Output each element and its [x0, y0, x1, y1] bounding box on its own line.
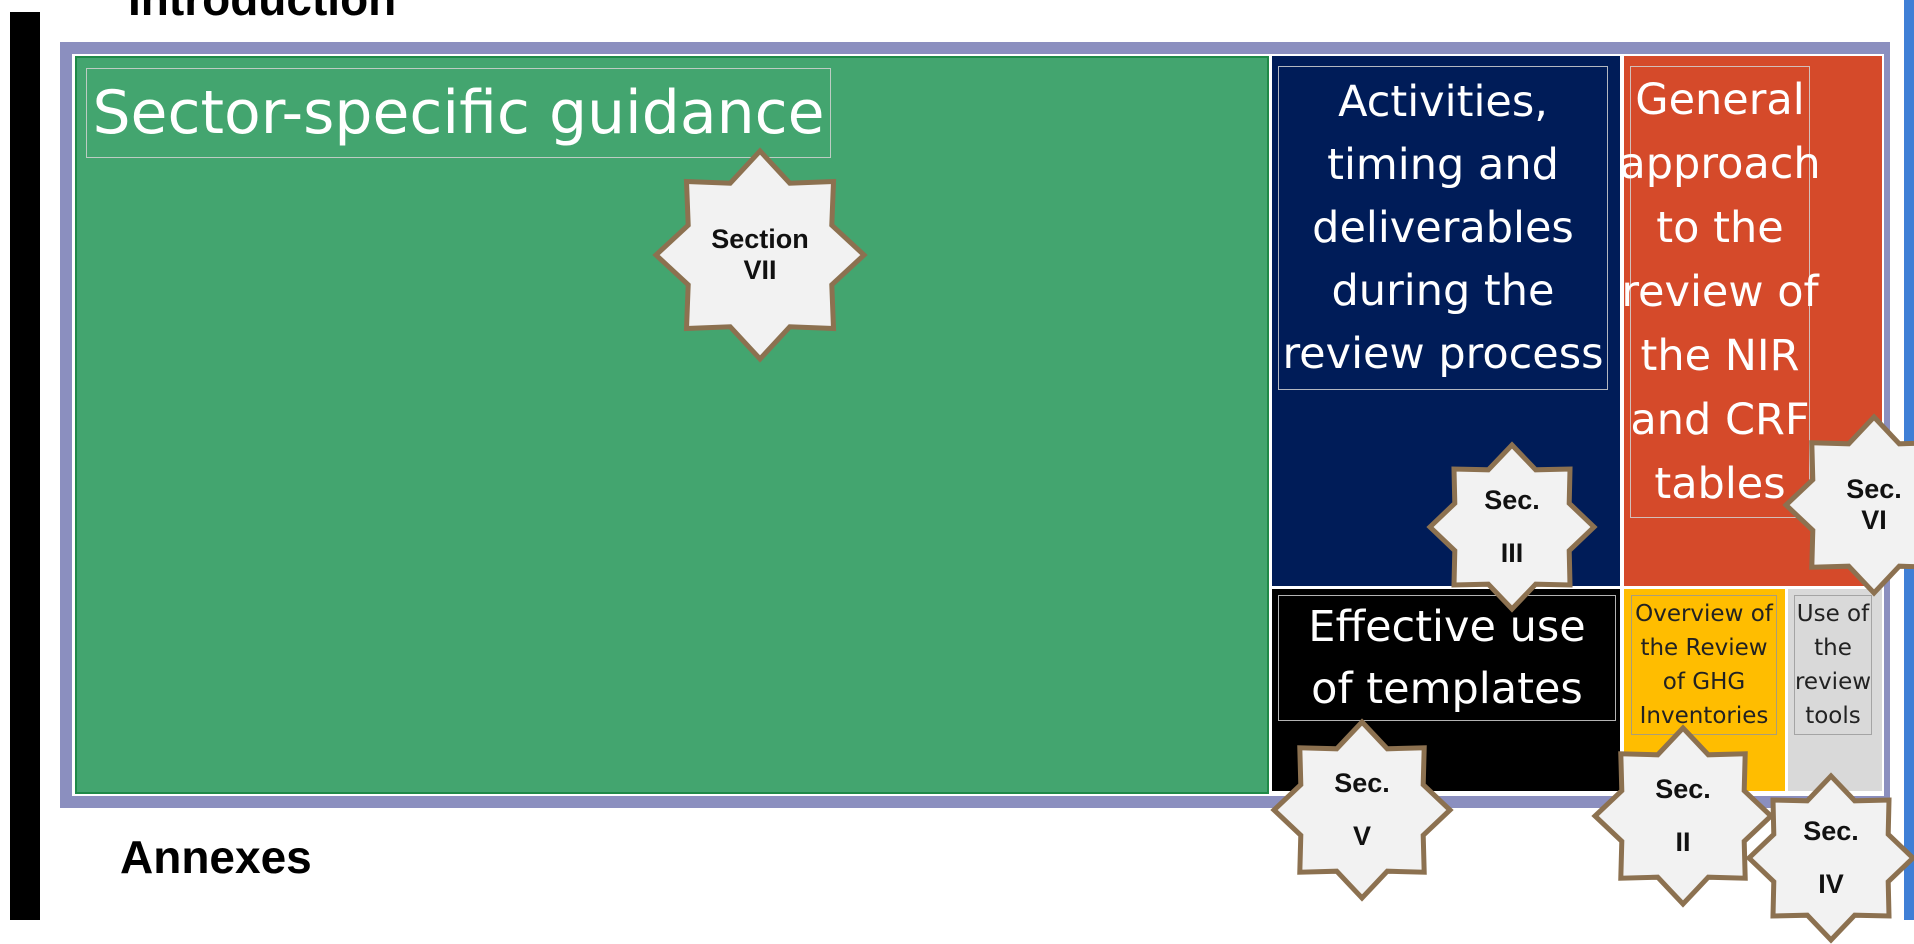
badge-line2: VII: [743, 255, 777, 285]
badge-line2: II: [1675, 827, 1691, 857]
star-badge-shape: [1591, 724, 1775, 908]
annexes-heading: Annexes: [120, 831, 312, 883]
tile-activities-timing: Activities, timing and deliverables duri…: [1272, 56, 1620, 586]
star-badge-shape: [1426, 441, 1598, 613]
tile-label-sector-specific-guidance: Sector-specific guidance: [86, 68, 831, 158]
tile-review-tools: Use of the review tools: [1788, 589, 1882, 791]
introduction-heading: Introduction: [128, 0, 396, 22]
badge-sec-iii: Sec. III: [1426, 441, 1598, 613]
badge-line2: IV: [1818, 869, 1844, 899]
star-polygon: [1591, 724, 1775, 908]
star-polygon: [652, 147, 868, 363]
badge-line1: Sec.: [1334, 768, 1390, 798]
tile-label-overview-review: Overview of the Review of GHG Inventorie…: [1631, 595, 1777, 735]
badge-section-vii: Section VII: [652, 147, 868, 363]
badge-sec-vi: Sec. VI: [1782, 413, 1914, 597]
badge-line2: V: [1352, 821, 1371, 851]
tile-label-effective-templates: Effective use of templates: [1278, 595, 1616, 721]
badge-sec-ii: Sec. II: [1591, 724, 1775, 908]
star-polygon: [1782, 413, 1914, 597]
left-edge-bar: [10, 12, 40, 920]
star-polygon: [1270, 718, 1454, 902]
badge-line1: Sec.: [1846, 474, 1902, 504]
badge-line2: III: [1500, 538, 1524, 568]
badge-line1: Sec.: [1803, 816, 1859, 846]
badge-line1: Section: [711, 224, 809, 254]
tile-label-review-tools: Use of the review tools: [1794, 595, 1872, 735]
tile-label-general-approach: General approach to the review of the NI…: [1619, 66, 1821, 518]
star-badge-shape: [652, 147, 868, 363]
badge-sec-v: Sec. V: [1270, 718, 1454, 902]
star-polygon: [1426, 441, 1598, 613]
star-badge-shape: [1270, 718, 1454, 902]
badge-line1: Sec.: [1484, 485, 1540, 515]
badge-line2: VI: [1861, 505, 1887, 535]
tile-sector-specific-guidance: Sector-specific guidance: [75, 56, 1269, 794]
tile-overview-review: Overview of the Review of GHG Inventorie…: [1624, 589, 1785, 791]
star-badge-shape: [1782, 413, 1914, 597]
tile-label-activities-timing: Activities, timing and deliverables duri…: [1278, 66, 1608, 390]
badge-sec-iv: Sec. IV: [1745, 772, 1914, 944]
badge-line1: Sec.: [1655, 774, 1711, 804]
